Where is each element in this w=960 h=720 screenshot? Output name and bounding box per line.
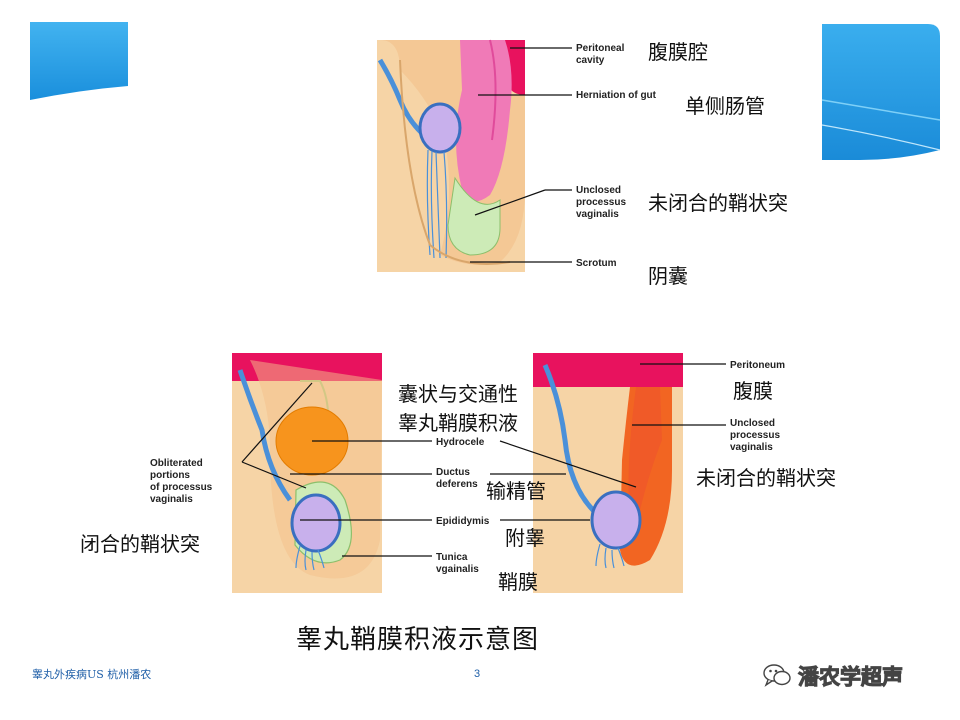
label-peritoneum: Peritoneum: [730, 360, 785, 371]
cn-peritoneal-cavity: 腹膜腔: [648, 40, 708, 64]
cn-unclosed-top: 未闭合的鞘状突: [648, 191, 788, 215]
cn-ductus: 输精管: [486, 479, 546, 503]
cn-tunica: 鞘膜: [498, 570, 538, 594]
label-obliterated: Obliterated: [150, 458, 203, 469]
label-peritoneal-cavity: Peritoneal: [576, 43, 625, 54]
watermark: 潘农学超声: [762, 660, 904, 692]
cn-peritoneum: 腹膜: [733, 379, 773, 403]
label-obliterated-3: of processus: [150, 482, 213, 493]
label-unclosed-bottom-3: vaginalis: [730, 442, 773, 453]
label-epididymis: Epididymis: [436, 516, 490, 527]
top-figure-illustration: [377, 39, 525, 272]
watermark-text: 潘农学超声: [798, 665, 904, 690]
label-tunica-2: vgainalis: [436, 564, 479, 575]
header-banner-left: [30, 22, 128, 100]
label-unclosed-3: vaginalis: [576, 209, 619, 220]
label-ductus: Ductus: [436, 467, 470, 478]
cn-unclosed-bottom: 未闭合的鞘状突: [696, 466, 836, 490]
cn-herniation: 单侧肠管: [685, 94, 765, 118]
footer-source: 睾丸外疾病US 杭州潘农: [32, 668, 152, 681]
label-unclosed-2: processus: [576, 197, 626, 208]
cn-cystic-communicating-2: 睾丸鞘膜积液: [398, 411, 518, 435]
label-tunica: Tunica: [436, 552, 468, 563]
right-hydrocele-illustration: [533, 353, 683, 593]
label-unclosed-bottom-2: processus: [730, 430, 780, 441]
cn-cystic-communicating-1: 囊状与交通性: [398, 382, 518, 406]
label-herniation: Herniation of gut: [576, 90, 657, 101]
header-banner-right: [822, 24, 940, 160]
label-obliterated-2: portions: [150, 470, 190, 481]
label-unclosed-bottom: Unclosed: [730, 418, 775, 429]
label-unclosed: Unclosed: [576, 185, 621, 196]
page-number: 3: [474, 668, 481, 680]
figure-caption: 睾丸鞘膜积液示意图: [296, 625, 540, 655]
cn-epididymis: 附睾: [505, 526, 545, 550]
label-ductus-2: deferens: [436, 479, 478, 490]
label-obliterated-4: vaginalis: [150, 494, 193, 505]
cn-scrotum: 阴囊: [648, 264, 688, 288]
wechat-icon: [763, 664, 791, 687]
cn-closed: 闭合的鞘状突: [80, 532, 200, 556]
label-hydrocele: Hydrocele: [436, 437, 485, 448]
label-peritoneal-cavity-2: cavity: [576, 55, 605, 66]
label-scrotum: Scrotum: [576, 258, 617, 269]
